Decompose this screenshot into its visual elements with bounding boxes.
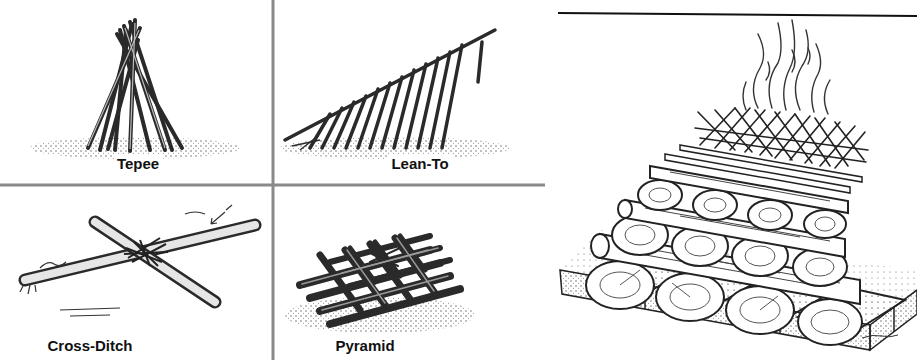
fire-lay-name: Cross-Ditch (44, 337, 135, 355)
cross-ditch-fire-lay (20, 205, 255, 316)
fire-lay-name: Pyramid (332, 337, 397, 355)
label-holder: Tepee (114, 155, 162, 173)
fire-lay-name: Tepee (114, 155, 162, 173)
tepee-fire-lay (30, 20, 240, 159)
label-holder: Lean-To (388, 155, 451, 173)
label-holder: Pyramid (332, 337, 397, 355)
pyramid-fire-lay (285, 236, 475, 333)
label-holder: Cross-Ditch (44, 337, 135, 355)
pyramid-fire-detail (558, 13, 917, 350)
panel-divider (0, 0, 545, 360)
lean-to-fire-lay (280, 30, 510, 159)
fire-lay-name: Lean-To (388, 155, 451, 173)
